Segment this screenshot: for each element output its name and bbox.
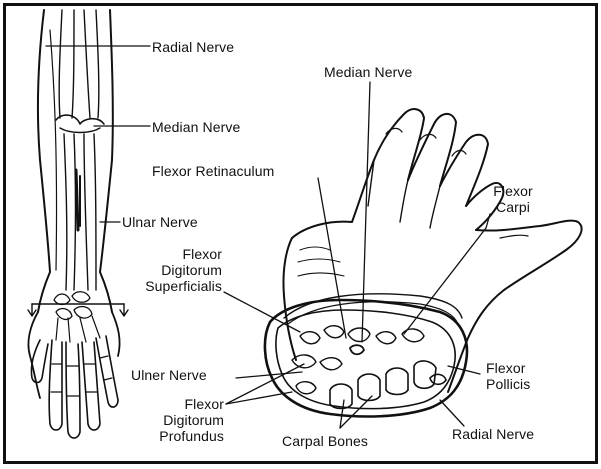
label-fdp-line-2: Digitorum xyxy=(128,412,224,428)
label-flexor-carpi-line-2: Carpi xyxy=(478,199,548,215)
label-flexor-pollicis-line-2: Pollicis xyxy=(486,376,530,392)
label-fdp-line-1: Flexor xyxy=(128,396,224,412)
label-flexor-retinaculum: Flexor Retinaculum xyxy=(152,163,274,179)
label-flexor-carpi: Flexor Carpi xyxy=(478,183,548,215)
label-fdp-line-3: Profundus xyxy=(128,428,224,444)
label-fds-line-2: Digitorum xyxy=(118,262,222,278)
label-fds-line-1: Flexor xyxy=(118,246,222,262)
forearm-illustration xyxy=(28,10,128,438)
label-flexor-digitorum-profundus: Flexor Digitorum Profundus xyxy=(128,396,224,444)
label-median-nerve-hand: Median Nerve xyxy=(324,64,412,80)
label-radial-nerve-arm: Radial Nerve xyxy=(152,39,234,55)
label-ulnar-nerve-arm: Ulnar Nerve xyxy=(122,214,198,230)
label-flexor-pollicis: Flexor Pollicis xyxy=(486,360,530,392)
label-carpal-bones: Carpal Bones xyxy=(282,433,368,449)
label-flexor-digitorum-superficialis: Flexor Digitorum Superficialis xyxy=(118,246,222,294)
label-flexor-carpi-line-1: Flexor xyxy=(478,183,548,199)
label-ulner-nerve: Ulner Nerve xyxy=(131,367,207,383)
label-flexor-pollicis-line-1: Flexor xyxy=(486,360,530,376)
label-median-nerve-arm: Median Nerve xyxy=(152,119,240,135)
label-radial-nerve-hand: Radial Nerve xyxy=(452,426,534,442)
hand-illustration xyxy=(265,109,582,416)
label-fds-line-3: Superficialis xyxy=(118,278,222,294)
